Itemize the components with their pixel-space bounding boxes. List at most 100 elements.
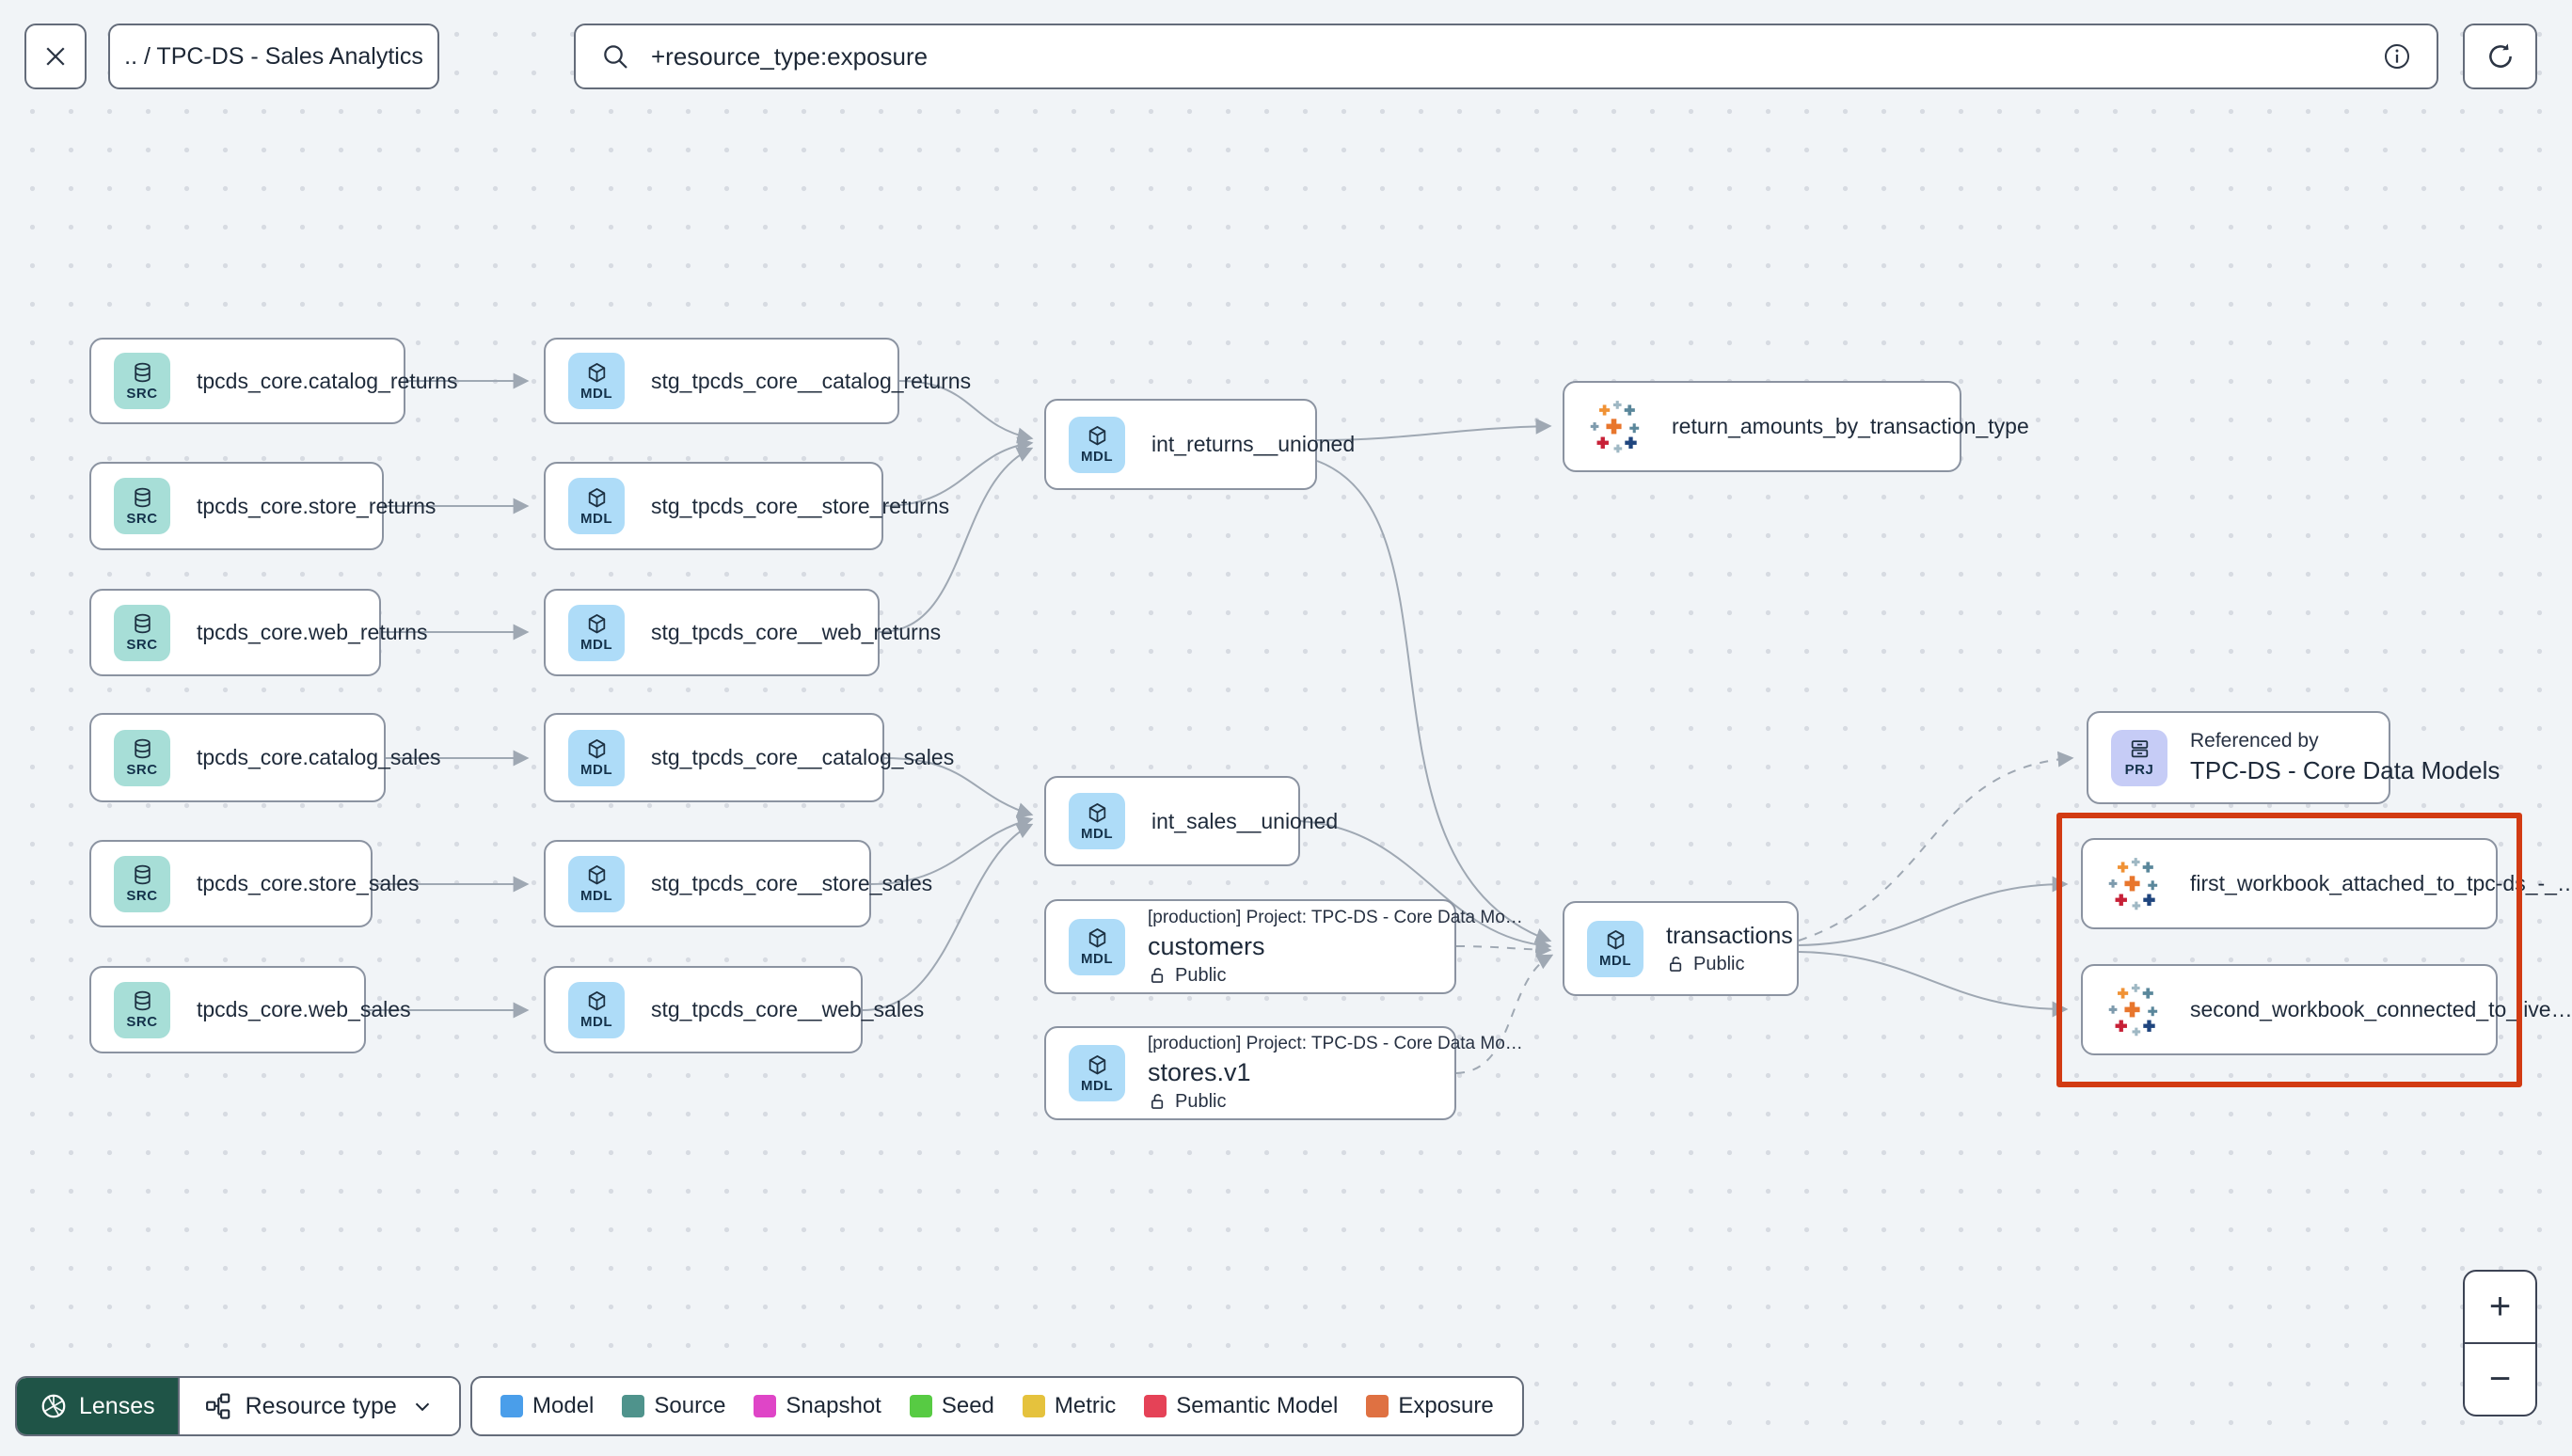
lock-open-icon: [1148, 1092, 1167, 1112]
resource-type-icon: [205, 1393, 230, 1419]
exposure-swatch: [1366, 1395, 1389, 1417]
source-badge: SRC: [114, 855, 170, 912]
node-referenced-by-project[interactable]: PRJ Referenced by TPC-DS - Core Data Mod…: [2087, 711, 2500, 804]
source-badge: SRC: [114, 478, 170, 534]
node-stg-tpcds-core-web-returns[interactable]: MDL stg_tpcds_core__web_returns: [544, 589, 941, 676]
legend-item-snapshot: Snapshot: [754, 1393, 881, 1419]
source-badge: SRC: [114, 353, 170, 409]
node-int-returns-unioned[interactable]: MDL int_returns__unioned: [1044, 399, 1355, 490]
node-tpcds-core-store-sales[interactable]: SRC tpcds_core.store_sales: [89, 840, 420, 927]
breadcrumb[interactable]: .. / TPC-DS - Sales Analytics: [108, 24, 439, 89]
legend: Model Source Snapshot Seed Metric Semant…: [470, 1376, 1524, 1436]
cube-icon: [1086, 926, 1109, 950]
node-label: int_sales__unioned: [1151, 808, 1339, 833]
legend-label: Seed: [941, 1393, 994, 1418]
badge-label: MDL: [580, 762, 612, 778]
badge-label: SRC: [126, 510, 158, 527]
node-int-sales-unioned[interactable]: MDL int_sales__unioned: [1044, 776, 1338, 866]
cube-icon: [1086, 424, 1109, 448]
badge-label: SRC: [126, 385, 158, 402]
cube-icon: [1086, 801, 1109, 825]
lenses-button[interactable]: Lenses: [17, 1378, 178, 1434]
model-badge: MDL: [568, 729, 625, 786]
node-label: tpcds_core.catalog_returns: [197, 368, 458, 393]
info-icon[interactable]: [2382, 41, 2412, 71]
node-tpcds-core-catalog-returns[interactable]: SRC tpcds_core.catalog_returns: [89, 338, 457, 424]
badge-label: MDL: [1081, 449, 1113, 465]
cube-icon: [585, 989, 609, 1013]
database-icon: [131, 737, 154, 761]
referenced-by-label: Referenced by: [2190, 730, 2319, 752]
access-label: Public: [1175, 964, 1227, 986]
source-badge: SRC: [114, 981, 170, 1038]
project-icon: [2128, 737, 2151, 761]
lock-open-icon: [1148, 966, 1167, 986]
badge-label: SRC: [126, 762, 158, 778]
resource-type-dropdown[interactable]: Resource type: [177, 1378, 459, 1434]
node-first-workbook[interactable]: first_workbook_attached_to_tpc-ds_-_…: [2081, 838, 2572, 929]
metric-swatch: [1022, 1395, 1045, 1417]
legend-item-metric: Metric: [1022, 1393, 1116, 1419]
node-stg-tpcds-core-store-returns[interactable]: MDL stg_tpcds_core__store_returns: [544, 462, 949, 550]
model-badge: MDL: [568, 478, 625, 534]
node-return-amounts-by-transaction-type[interactable]: return_amounts_by_transaction_type: [1563, 381, 2029, 472]
badge-label: MDL: [1081, 951, 1113, 967]
refresh-button[interactable]: [2463, 24, 2537, 89]
source-swatch: [622, 1395, 645, 1417]
cube-icon: [585, 863, 609, 887]
node-tpcds-core-catalog-sales[interactable]: SRC tpcds_core.catalog_sales: [89, 713, 441, 802]
node-label: stg_tpcds_core__store_returns: [651, 493, 950, 518]
search-input[interactable]: [649, 40, 2363, 72]
tableau-icon: [1587, 398, 1645, 456]
model-badge: MDL: [568, 855, 625, 912]
search-bar[interactable]: [574, 24, 2438, 89]
node-stg-tpcds-core-web-sales[interactable]: MDL stg_tpcds_core__web_sales: [544, 966, 924, 1053]
access-label: Public: [1175, 1091, 1227, 1112]
project-badge: PRJ: [2111, 729, 2167, 786]
snapshot-swatch: [754, 1395, 777, 1417]
model-badge: MDL: [1069, 1045, 1125, 1101]
node-tpcds-core-web-returns[interactable]: SRC tpcds_core.web_returns: [89, 589, 427, 676]
badge-label: SRC: [126, 1014, 158, 1030]
tableau-icon: [2105, 855, 2164, 913]
database-icon: [131, 486, 154, 510]
node-label: return_amounts_by_transaction_type: [1672, 414, 2029, 438]
node-label: stg_tpcds_core__store_sales: [651, 871, 933, 895]
zoom-controls: + −: [2463, 1270, 2537, 1416]
node-label: transactions: [1666, 922, 1793, 949]
badge-label: MDL: [1599, 953, 1631, 969]
lenses-group: Lenses Resource type: [15, 1376, 461, 1436]
node-label: first_workbook_attached_to_tpc-ds_-_…: [2190, 871, 2572, 895]
badge-label: SRC: [126, 888, 158, 904]
cube-icon: [585, 486, 609, 510]
node-label: stg_tpcds_core__web_sales: [651, 997, 925, 1021]
node-tpcds-core-store-returns[interactable]: SRC tpcds_core.store_returns: [89, 462, 436, 550]
database-icon: [131, 989, 154, 1013]
node-project-label: [production] Project: TPC-DS - Core Data…: [1148, 907, 1523, 927]
node-tpcds-core-web-sales[interactable]: SRC tpcds_core.web_sales: [89, 966, 411, 1053]
database-icon: [131, 361, 154, 385]
node-stores-v1[interactable]: MDL [production] Project: TPC-DS - Core …: [1044, 1026, 1523, 1120]
badge-label: MDL: [580, 1014, 612, 1030]
badge-label: MDL: [580, 510, 612, 527]
model-badge: MDL: [568, 981, 625, 1038]
node-second-workbook[interactable]: second_workbook_connected_to_live…: [2081, 964, 2572, 1055]
node-label: stg_tpcds_core__web_returns: [651, 620, 942, 644]
model-badge: MDL: [568, 353, 625, 409]
refresh-icon: [2488, 43, 2512, 68]
zoom-out-button[interactable]: −: [2488, 1358, 2512, 1400]
search-icon: [604, 45, 627, 69]
node-stg-tpcds-core-catalog-returns[interactable]: MDL stg_tpcds_core__catalog_returns: [544, 338, 971, 424]
zoom-in-button[interactable]: +: [2465, 1272, 2535, 1344]
node-transactions[interactable]: MDL transactions Public: [1563, 901, 1799, 996]
node-stg-tpcds-core-catalog-sales[interactable]: MDL stg_tpcds_core__catalog_sales: [544, 713, 954, 802]
lenses-label: Lenses: [79, 1392, 155, 1419]
node-label: customers: [1148, 931, 1265, 960]
node-label: stg_tpcds_core__catalog_sales: [651, 745, 955, 769]
model-badge: MDL: [1069, 918, 1125, 975]
close-button[interactable]: [24, 24, 87, 89]
node-customers[interactable]: MDL [production] Project: TPC-DS - Core …: [1044, 899, 1523, 994]
node-stg-tpcds-core-store-sales[interactable]: MDL stg_tpcds_core__store_sales: [544, 840, 932, 927]
source-badge: SRC: [114, 729, 170, 786]
